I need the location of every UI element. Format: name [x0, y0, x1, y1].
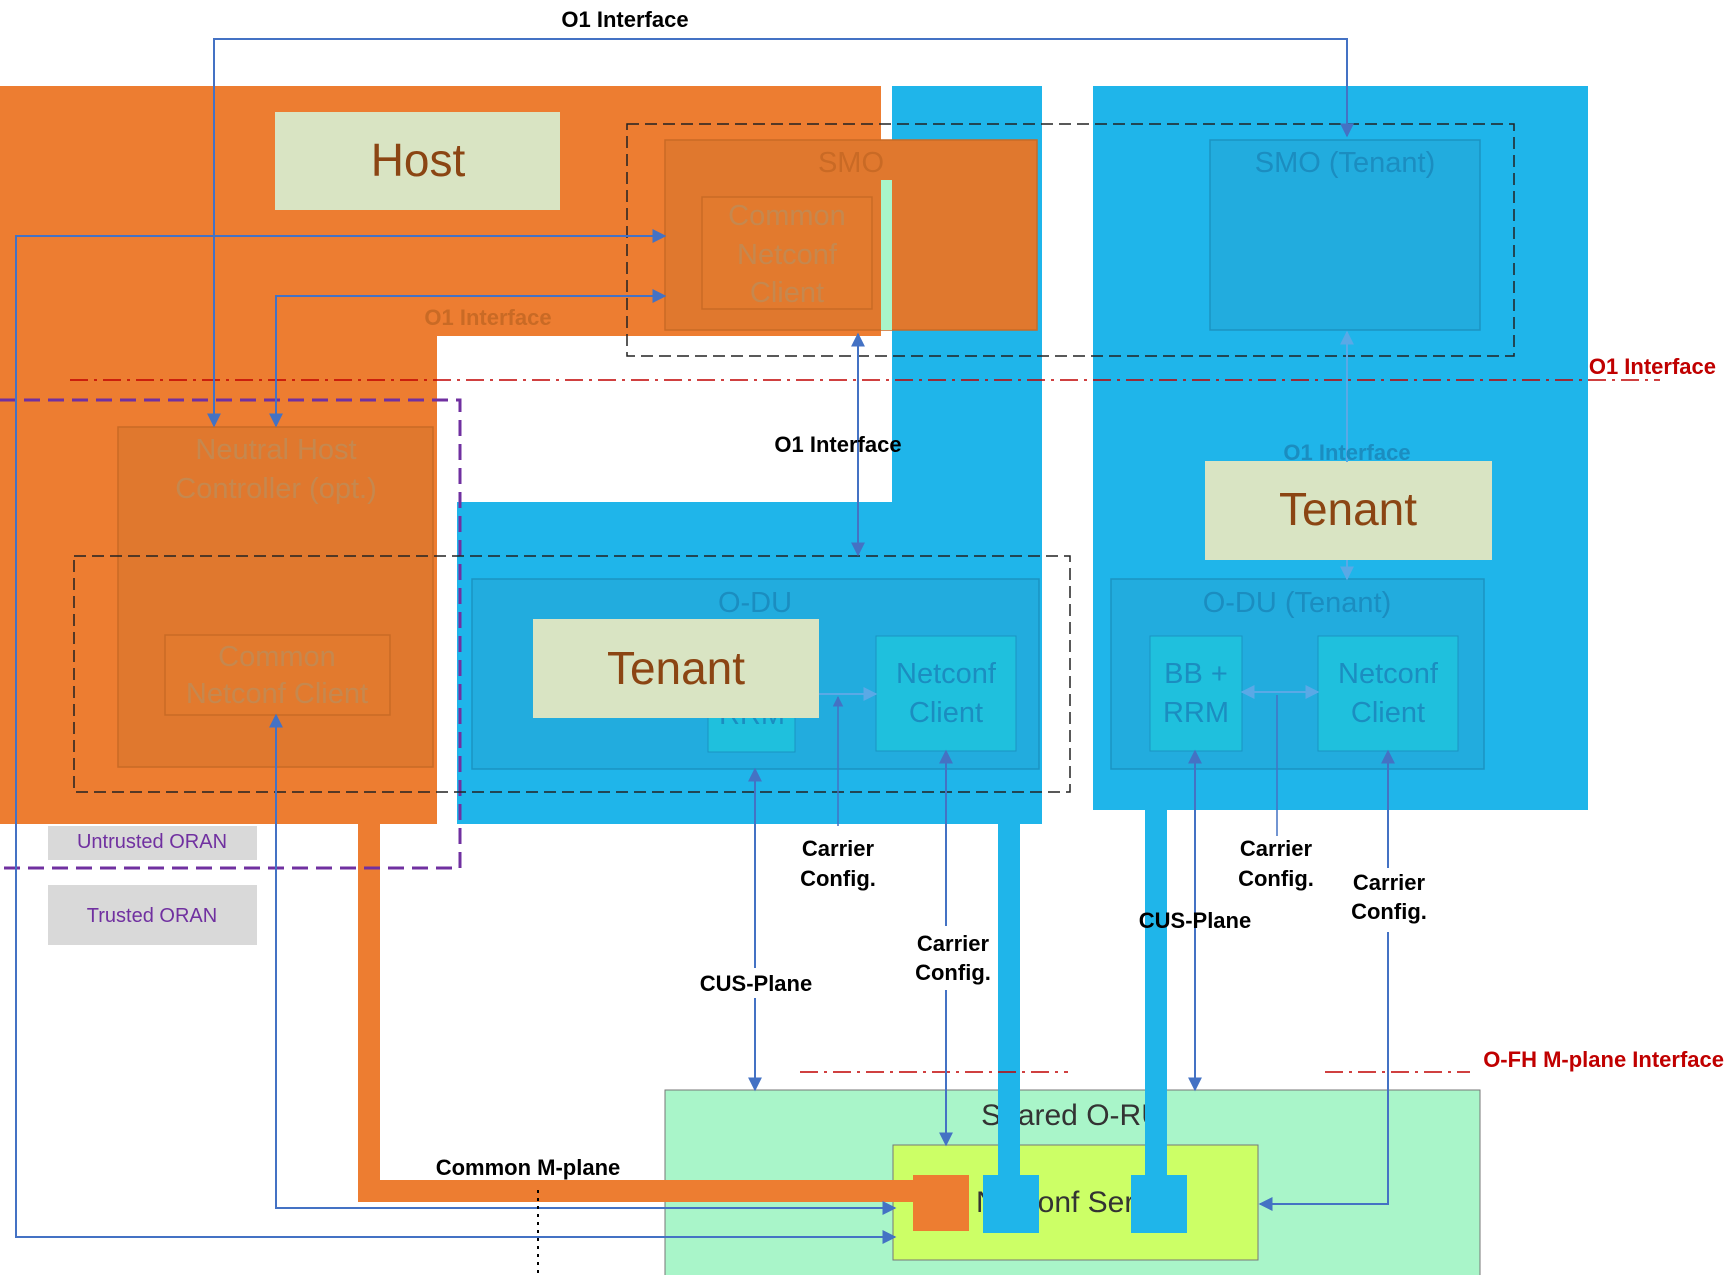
carrier-d-line1: Carrier — [1353, 870, 1426, 895]
trusted-boundary — [0, 398, 462, 870]
smo-common-client-line2: Netconf — [737, 239, 838, 271]
bb-rrm-box — [1149, 635, 1243, 752]
o1-middle-label: O1 Interface — [774, 432, 901, 457]
host-server-link — [15, 800, 897, 1244]
smo-common-client-line3: Client — [750, 277, 824, 309]
smo-dashed-group — [626, 123, 1515, 357]
smo-tenant-box — [1209, 139, 1481, 331]
odu-left-netconf-line2: Client — [909, 697, 983, 729]
tenant-right-label-box — [1205, 461, 1492, 560]
common-mplane-thick-vertical — [358, 822, 380, 1202]
o1-right-tenant-label: O1 Interface — [1283, 440, 1410, 465]
server-port-tenant-left — [983, 1175, 1039, 1233]
tenant-right-label: Tenant — [1279, 483, 1417, 535]
smo-green-strip — [881, 180, 892, 330]
trusted-legend — [48, 885, 257, 945]
cus-plane-thick-left — [998, 822, 1020, 1175]
common-mplane-label: Common M-plane — [436, 1155, 621, 1180]
cus-plane-thick-right — [1145, 808, 1167, 1175]
odu-left-netconf-box — [875, 635, 1017, 752]
nhc-line1: Neutral Host — [195, 434, 356, 466]
netconf-server-box — [892, 1144, 1259, 1261]
carrier-c-line1: Carrier — [1240, 836, 1313, 861]
o1-top-label: O1 Interface — [561, 7, 688, 32]
odu-right-netconf-box — [1317, 635, 1459, 752]
nhc-common-client-line2: Netconf Client — [186, 678, 368, 710]
nhc-line2: Controller (opt.) — [175, 473, 376, 505]
odu-left-netconf-line1: Netconf — [896, 658, 997, 690]
o1-right-red-label: O1 Interface — [1589, 354, 1716, 379]
carrier-c-line2: Config. — [1238, 866, 1314, 891]
cus-left-label: CUS-Plane — [700, 971, 812, 996]
common-mplane-thick-horizontal — [358, 1180, 968, 1202]
carrier-a-line2: Config. — [800, 866, 876, 891]
server-port-host — [913, 1175, 969, 1231]
nhc-common-client-box — [164, 634, 391, 716]
host-smo-link-2 — [269, 289, 667, 428]
carrier-d-label-bg — [1345, 868, 1435, 932]
ofh-label: O-FH M-plane Interface — [1483, 1047, 1724, 1072]
carrier-d-line2: Config. — [1351, 899, 1427, 924]
smo-common-client-box — [701, 196, 873, 310]
nhc-server-link — [269, 713, 897, 1215]
odu-right-netconf-line2: Client — [1351, 697, 1425, 729]
host-label-box — [275, 112, 560, 210]
untrusted-legend — [48, 826, 257, 860]
untrusted-legend-label: Untrusted ORAN — [77, 831, 227, 853]
carrier-b-line1: Carrier — [917, 931, 990, 956]
server-port-tenant-right — [1131, 1175, 1187, 1233]
o1-host-internal-label: O1 Interface — [424, 305, 551, 330]
tenant-left-label: Tenant — [607, 642, 745, 694]
nhc-common-client-line1: Common — [218, 641, 336, 673]
host-label: Host — [371, 134, 466, 186]
cus-right-label: CUS-Plane — [1139, 908, 1251, 933]
trusted-legend-label: Trusted ORAN — [87, 905, 217, 927]
bb-rrm-line2: RRM — [1163, 697, 1229, 729]
smo-label: SMO — [818, 147, 884, 179]
bb-rrm-line1: BB + — [1164, 658, 1228, 690]
odu-left-label: O-DU — [718, 587, 792, 619]
carrier-a-line1: Carrier — [802, 836, 875, 861]
smo-tenant-label: SMO (Tenant) — [1255, 147, 1436, 179]
carrier-b-line2: Config. — [915, 960, 991, 985]
odu-right-label: O-DU (Tenant) — [1203, 587, 1392, 619]
odu-right-netconf-line1: Netconf — [1338, 658, 1439, 690]
smo-common-client-line1: Common — [728, 200, 846, 232]
tenant-left-label-box — [533, 619, 819, 718]
carrier-b-label-bg — [903, 926, 993, 990]
